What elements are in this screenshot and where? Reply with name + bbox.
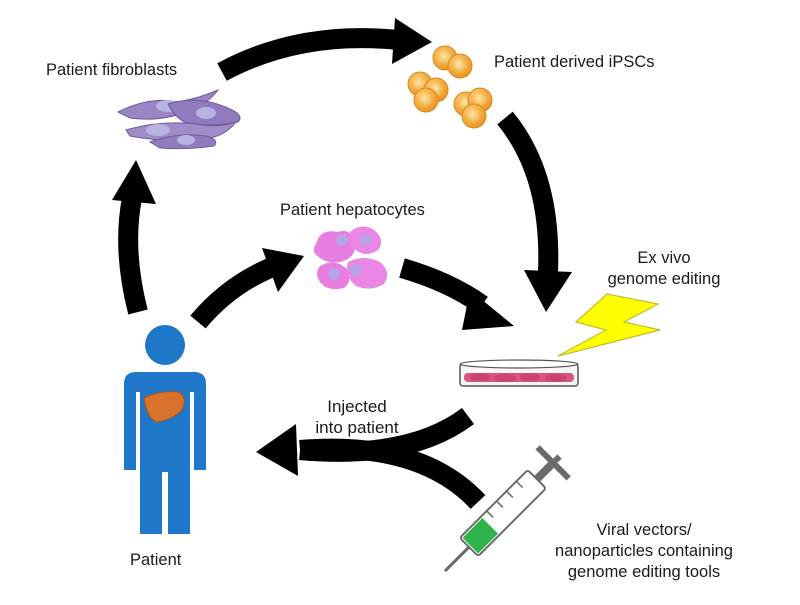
label-patient: Patient [130, 551, 182, 569]
label-fibroblasts: Patient fibroblasts [46, 61, 178, 79]
arrow-dish-to-patient [256, 407, 486, 509]
ipsc-cells [407, 45, 493, 129]
label-injected: Injected into patient [315, 397, 399, 437]
arrow-patient-to-hepatocytes [190, 248, 304, 329]
syringe-icon [443, 445, 571, 573]
arrow-patient-to-fibroblasts [112, 160, 156, 315]
patient-figure [124, 325, 206, 534]
label-hepatocytes: Patient hepatocytes [280, 201, 425, 219]
fibroblast-cells [116, 88, 241, 150]
label-ex-vivo: Ex vivo genome editing [607, 249, 721, 288]
lightning-icon [557, 293, 661, 357]
label-viral-vectors: Viral vectors/ nanoparticles containing … [555, 521, 733, 581]
hepatocyte-cells [313, 226, 388, 290]
petri-dish [459, 359, 579, 387]
liver-icon [143, 391, 185, 423]
arrow-hepatocytes-to-dish [399, 258, 514, 330]
label-ipscs: Patient derived iPSCs [494, 53, 655, 71]
arrow-ipscs-to-dish [497, 111, 572, 312]
arrow-fibroblasts-to-ipscs [217, 18, 432, 81]
